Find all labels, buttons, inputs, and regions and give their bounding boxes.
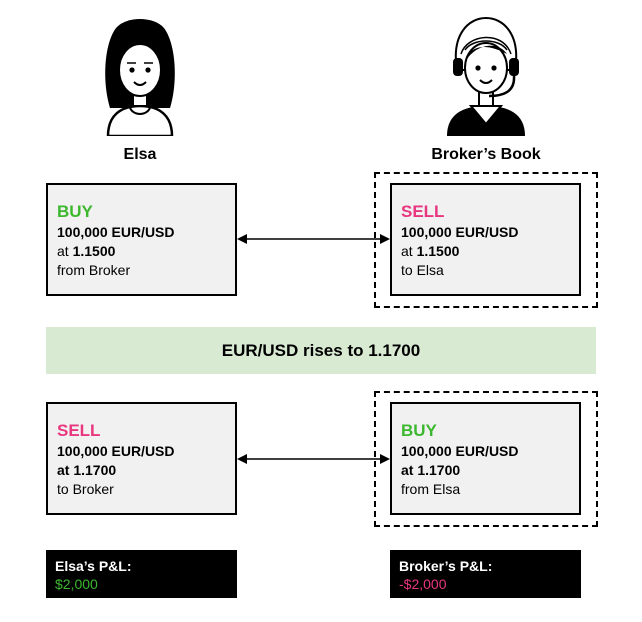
- elsa-trade2-price: 1.1700: [73, 462, 117, 478]
- broker-book-border-1: [374, 172, 598, 308]
- broker-trade1-box: SELL 100,000 EUR/USD at 1.1500 to Elsa: [390, 183, 581, 296]
- elsa-trade2-cpty: to Broker: [57, 481, 114, 497]
- broker-trade2-qty: 100,000 EUR/USD: [401, 443, 519, 459]
- price-change-banner: EUR/USD rises to 1.1700: [46, 327, 596, 374]
- elsa-pnl-box: Elsa’s P&L: $2,000: [46, 550, 237, 598]
- elsa-pnl-value: $2,000: [55, 576, 98, 592]
- broker-trade2-price-line: at 1.1700: [401, 461, 579, 480]
- broker-trade2-box: BUY 100,000 EUR/USD at 1.1700 from Elsa: [390, 402, 581, 515]
- double-headed-arrow-icon: [237, 234, 390, 244]
- elsa-trade1-at: at: [57, 243, 69, 259]
- broker-trade2-at: at: [401, 462, 414, 478]
- elsa-trade2-price-line: at 1.1700: [57, 461, 235, 480]
- broker-trade1-at: at: [401, 243, 413, 259]
- elsa-trade1-action: BUY: [57, 202, 93, 221]
- broker-name: Broker’s Book: [431, 146, 541, 163]
- broker-trade2-price: 1.1700: [417, 462, 461, 478]
- elsa-pnl-title: Elsa’s P&L:: [55, 558, 132, 574]
- broker-trade1-qty: 100,000 EUR/USD: [401, 224, 519, 240]
- elsa-trade2-action: SELL: [57, 421, 101, 440]
- elsa-trade1-price: 1.1500: [72, 243, 116, 259]
- elsa-trade2-at: at: [57, 462, 70, 478]
- broker-trade1-action: SELL: [401, 202, 445, 221]
- elsa-trade2-qty: 100,000 EUR/USD: [57, 443, 175, 459]
- headset-agent-avatar-icon: [447, 16, 525, 136]
- double-headed-arrow-icon: [237, 454, 390, 464]
- broker-trade1-cpty: to Elsa: [401, 262, 444, 278]
- broker-pnl-value: -$2,000: [399, 576, 447, 592]
- elsa-trade1-price-line: at 1.1500: [57, 242, 235, 261]
- broker-trade2-action: BUY: [401, 421, 437, 440]
- elsa-trade1-qty: 100,000 EUR/USD: [57, 224, 175, 240]
- broker-trade2-cpty: from Elsa: [401, 481, 461, 497]
- broker-pnl-title: Broker’s P&L:: [399, 558, 493, 574]
- elsa-trade1-box: BUY 100,000 EUR/USD at 1.1500 from Broke…: [46, 183, 237, 296]
- broker-pnl-box: Broker’s P&L: -$2,000: [390, 550, 581, 598]
- elsa-name: Elsa: [123, 146, 157, 163]
- elsa-trade1-cpty: from Broker: [57, 262, 131, 278]
- woman-avatar-icon: [105, 19, 175, 136]
- elsa-trade2-box: SELL 100,000 EUR/USD at 1.1700 to Broker: [46, 402, 237, 515]
- broker-trade1-price: 1.1500: [416, 243, 460, 259]
- broker-trade1-price-line: at 1.1500: [401, 242, 579, 261]
